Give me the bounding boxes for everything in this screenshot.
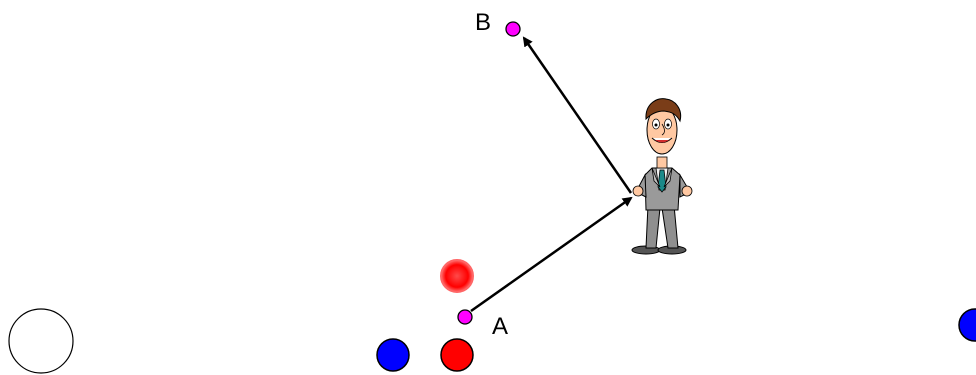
white-circle [8,308,74,374]
businessman-icon [631,98,693,255]
point-b-label: B [475,9,491,36]
arrow-person-to-b [522,36,633,194]
red-ball-lower [440,338,474,372]
point-a [457,309,473,325]
blue-ball-right-edge [958,308,976,342]
arrow-a-to-person [470,196,633,313]
point-b [505,21,521,37]
red-ball-upper [440,259,474,293]
blue-ball [376,338,410,372]
point-a-label: A [492,313,508,340]
